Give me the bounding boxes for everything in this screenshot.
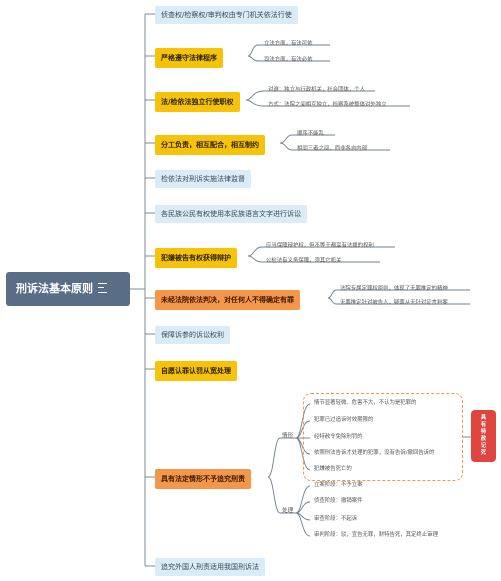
leaf-topic[interactable]: 立法方面，有法可依 <box>264 41 313 47</box>
branch-label: 犯嫌被告有权获得辩护 <box>161 254 231 262</box>
branch-label: 保障诉参的诉讼权利 <box>161 331 224 339</box>
branch-topic[interactable]: 未经法院依法判决，对任何人不得确定有罪 <box>155 290 300 310</box>
summary-callout[interactable]: 具有特赦记死 <box>471 410 496 462</box>
leaf-topic[interactable]: 依照刑法告诉才处理的犯罪，没有告诉/撤回告诉的 <box>314 450 435 456</box>
leaf-topic[interactable]: 经特赦令免除刑罚的 <box>314 434 363 440</box>
branch-label: 严格遵守法律程序 <box>161 54 217 62</box>
branch-topic[interactable]: 自愿认罪认罚从宽处理 <box>155 361 237 381</box>
leaf-topic[interactable]: 应当保障辩护权，但不等于都享有法援的权利 <box>266 243 374 249</box>
leaf-topic[interactable]: 对谁：独立与行政机关，社会团体，个人 <box>268 87 366 93</box>
leaf-topic[interactable]: 犯嫌被告死亡的 <box>314 466 352 472</box>
leaf-topic[interactable]: 方式：法院之间相互独立，检察系统整体对外独立 <box>268 102 387 108</box>
leaf-topic[interactable]: 审查阶段：不起诉 <box>314 516 358 522</box>
branch-label: 分工负责，相互配合，相互制约 <box>161 141 259 149</box>
branch-label: 自愿认罪认罚从宽处理 <box>161 367 231 375</box>
leaf-topic[interactable]: 相同三者之间，而非各自内部 <box>297 146 368 152</box>
branch-topic[interactable]: 法/检依法独立行使职权 <box>155 92 240 112</box>
branch-topic[interactable]: 犯嫌被告有权获得辩护 <box>155 248 237 268</box>
root-topic[interactable]: 刑诉法基本原则 <box>6 272 130 306</box>
branch-topic[interactable]: 分工负责，相互配合，相互制约 <box>155 135 265 155</box>
summary-boundary <box>303 393 463 481</box>
branch-topic[interactable]: 追究外国人刑责适用我国刑诉法 <box>155 558 265 576</box>
branch-label: 具有法定情形不予追究刑责 <box>161 475 245 483</box>
leaf-topic[interactable]: 犯罪已过追诉时效期限的 <box>314 417 374 423</box>
branch-topic[interactable]: 各民族公民有权使用本民族语言文字进行诉讼 <box>155 205 307 223</box>
menu-lines-icon <box>98 283 107 293</box>
group-label: 处理 <box>282 508 294 514</box>
branch-topic[interactable]: 严格遵守法律程序 <box>155 48 223 68</box>
leaf-topic[interactable]: 侦查阶段：撤销案件 <box>314 498 363 504</box>
leaf-topic[interactable]: 立案阶段：不予立案 <box>314 482 363 488</box>
branch-topic[interactable]: 具有法定情形不予追究刑责 <box>155 469 251 489</box>
leaf-topic[interactable]: 无罪推定针对被告人，疑罪从无针对证言判案 <box>340 300 448 306</box>
branch-label: 未经法院依法判决，对任何人不得确定有罪 <box>161 296 294 304</box>
leaf-topic[interactable]: 司法方面，有法必依 <box>264 57 313 63</box>
branch-topic[interactable]: 侦查权/检察权/审判权由专门机关依法行使 <box>155 6 298 24</box>
leaf-topic[interactable]: 法院专属定罪权原则，体现了无罪推定的精神 <box>340 286 448 292</box>
branch-label: 检依法对刑诉实施法律监督 <box>161 175 245 183</box>
branch-label: 法/检依法独立行使职权 <box>161 98 234 106</box>
group-label: 情形 <box>282 433 294 439</box>
leaf-topic[interactable]: 情节显著轻微、危害不大，不认为是犯罪的 <box>314 400 417 406</box>
branch-topic[interactable]: 检依法对刑诉实施法律监督 <box>155 170 251 188</box>
branch-topic[interactable]: 保障诉参的诉讼权利 <box>155 326 230 344</box>
branch-label: 追究外国人刑责适用我国刑诉法 <box>161 563 259 571</box>
leaf-topic[interactable]: 审判阶段：驳，宣告无罪，财特告死，其定终止审理 <box>314 532 438 538</box>
root-label: 刑诉法基本原则 <box>16 282 93 295</box>
branch-label: 各民族公民有权使用本民族语言文字进行诉讼 <box>161 210 301 218</box>
leaf-topic[interactable]: 顺序不能乱 <box>297 131 324 137</box>
branch-label: 侦查权/检察权/审判权由专门机关依法行使 <box>161 11 292 19</box>
leaf-topic[interactable]: 公检法有义务保障，须其它机关 <box>266 258 342 264</box>
